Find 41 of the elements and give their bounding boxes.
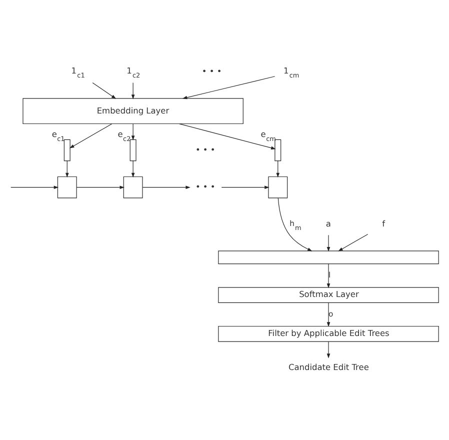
node-box: Filter by Applicable Edit Trees [218,326,439,342]
node-text: Candidate Edit Tree [288,362,369,372]
arrow [326,341,330,358]
arrow [131,160,135,178]
arrow [92,82,116,99]
arrow [142,186,190,189]
arrow [326,302,330,327]
node-box [57,176,77,198]
arrow [69,124,112,148]
node-text: 1$_{cm}$ [283,66,300,80]
node-box [218,250,439,264]
node-text: f [382,218,385,229]
arrow [179,124,276,150]
arrow [278,198,312,252]
arrow [182,76,276,100]
node-box: Softmax Layer [218,287,439,303]
node-box: Embedding Layer [22,98,244,124]
node-box [130,139,136,162]
node-box [64,139,70,162]
arrow [326,264,330,288]
node-label: e$_{c2}$ [118,128,131,143]
node-box [123,176,143,198]
arrow [131,124,135,140]
arrow [326,234,330,252]
node-box [268,176,288,198]
label: • • • [202,66,222,76]
node-text: 1$_{c2}$ [126,66,140,80]
node-text: 1$_{c1}$ [71,66,85,80]
arrow [131,82,135,100]
node-text: • • • [195,182,216,192]
node-label: e$_{c1}$ [52,128,65,143]
arrow [76,186,124,189]
arrow [10,186,59,189]
arrow [221,186,270,189]
arrow [338,234,368,252]
node-text: a [326,218,331,229]
arrow [65,160,69,178]
node-box [274,139,282,162]
arrow [276,160,280,178]
node-label: e$_{cm}$ [260,128,276,143]
label: • • • [195,144,216,154]
